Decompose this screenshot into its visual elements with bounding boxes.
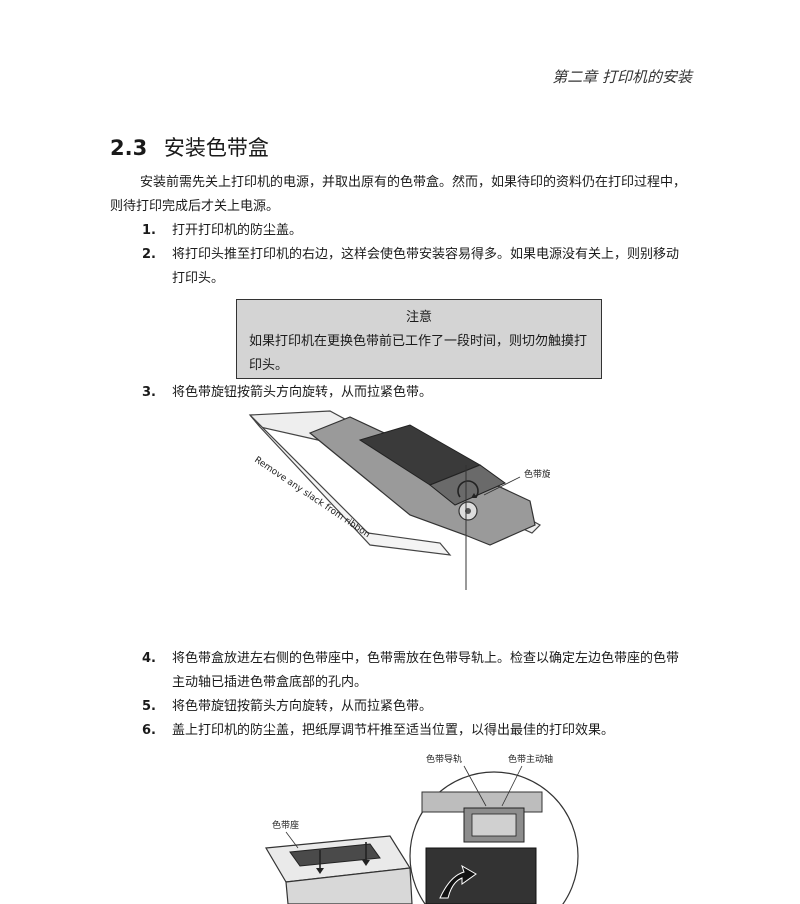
chapter-header: 第二章 打印机的安装 [552, 68, 692, 86]
knob-label: 色带旋转钮 [524, 468, 550, 480]
section-heading: 安装色带盒 [163, 136, 269, 160]
step-4: 4. 将色带盒放进左右侧的色带座中，色带需放在色带导轨上。检查以确定左边色带座的… [142, 647, 690, 695]
ribbon-guide-label: 色带导轨 [426, 753, 462, 765]
step-number: 5. [142, 699, 156, 714]
step-text: 将色带旋钮按箭头方向旋转，从而拉紧色带。 [172, 385, 433, 400]
printer-mechanism-illustration [265, 765, 579, 904]
step-number: 6. [142, 723, 156, 738]
step-1: 1. 打开打印机的防尘盖。 [142, 219, 690, 243]
step-text: 将色带盒放进左右侧的色带座中，色带需放在色带导轨上。检查以确定左边色带座的色带主… [172, 651, 680, 690]
section-title: 2.3 安装色带盒 [110, 132, 269, 162]
step-number: 1. [142, 223, 156, 238]
note-title: 注意 [405, 310, 432, 325]
step-number: 2. [142, 247, 156, 262]
section-number: 2.3 [110, 136, 148, 160]
step-2: 2. 将打印头推至打印机的右边，这样会使色带安装容易得多。如果电源没有关上，则别… [142, 243, 690, 291]
step-number: 4. [142, 651, 156, 666]
intro-paragraph: 安装前需先关上打印机的电源，并取出原有的色带盒。然而，如果待印的资料仍在打印过程… [110, 175, 687, 214]
step-5: 5. 将色带旋钮按箭头方向旋转，从而拉紧色带。 [142, 695, 690, 719]
step-text: 将色带旋钮按箭头方向旋转，从而拉紧色带。 [172, 699, 433, 714]
step-text: 将打印头推至打印机的右边，这样会使色带安装容易得多。如果电源没有关上，则别移动打… [172, 247, 680, 286]
step-6: 6. 盖上打印机的防尘盖，把纸厚调节杆推至适当位置，以得出最佳的打印效果。 [142, 719, 690, 743]
step-number: 3. [142, 385, 156, 400]
step-text: 盖上打印机的防尘盖，把纸厚调节杆推至适当位置，以得出最佳的打印效果。 [172, 723, 615, 738]
note-body: 如果打印机在更换色带前已工作了一段时间，则切勿触摸打印头。 [249, 334, 588, 373]
ribbon-holder-label: 色带座 [272, 819, 299, 831]
ribbon-drive-shaft-label: 色带主动轴 [508, 753, 553, 765]
ribbon-cartridge-illustration [248, 410, 541, 590]
printer-mechanism-figure: 色带导轨 色带主动轴 色带座 [265, 753, 579, 904]
step-text: 打开打印机的防尘盖。 [172, 223, 303, 238]
ribbon-cartridge-figure: 色带旋转钮 Remove any slack from ribbon [248, 410, 550, 590]
note-box: 注意 如果打印机在更换色带前已工作了一段时间，则切勿触摸打印头。 [236, 299, 602, 379]
step-3: 3. 将色带旋钮按箭头方向旋转，从而拉紧色带。 [142, 381, 690, 405]
